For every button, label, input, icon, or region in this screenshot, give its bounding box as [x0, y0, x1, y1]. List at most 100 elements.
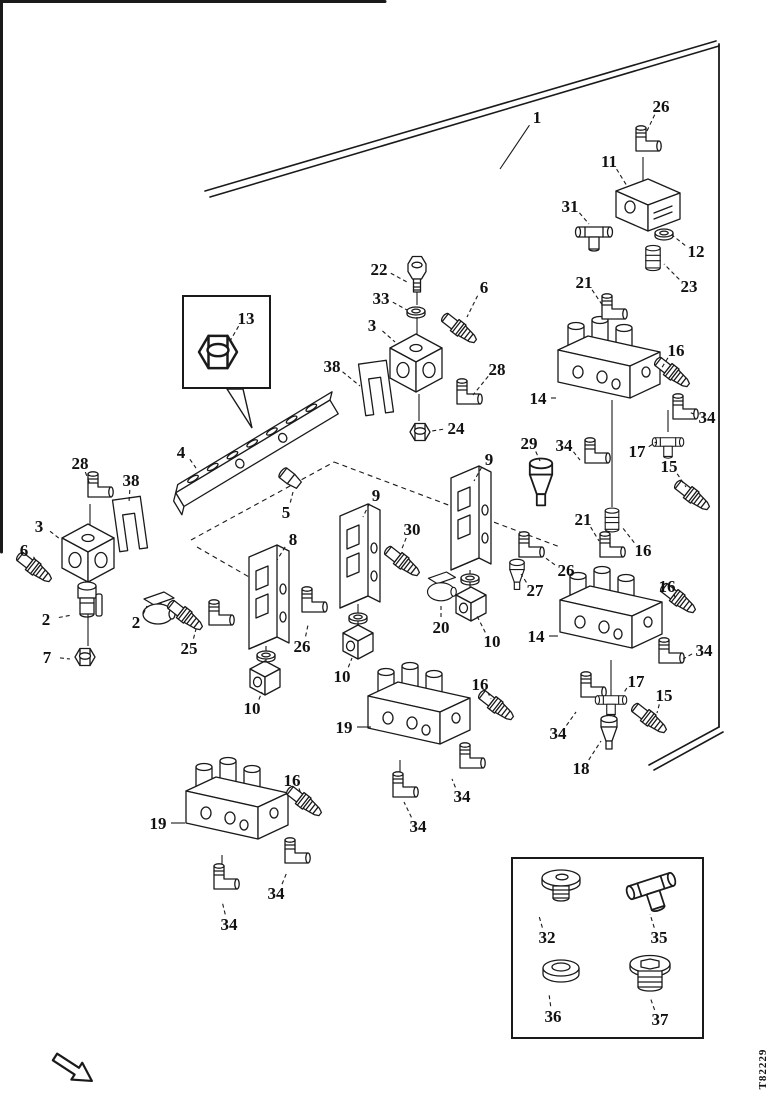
callout-34-leader	[573, 451, 581, 461]
inset-pointer-wedge	[225, 388, 253, 429]
callout-17-label: 17	[629, 442, 647, 461]
part-elbow	[213, 863, 240, 890]
callout-11-leader	[616, 168, 628, 187]
callout-26-leader	[542, 555, 556, 566]
callout-16-label: 16	[284, 771, 301, 790]
callout-33-label: 33	[373, 289, 390, 308]
callout-27-label: 27	[527, 581, 545, 600]
part-cube	[389, 333, 443, 393]
part-stack2	[77, 581, 103, 618]
callout-28-label: 28	[489, 360, 506, 379]
callout-12-leader	[671, 234, 686, 246]
callout-13-leader	[229, 325, 240, 342]
part-washer	[654, 228, 674, 241]
callout-24-leader	[431, 428, 444, 432]
callout-22-leader	[390, 272, 408, 283]
callout-7-leader	[59, 657, 71, 660]
part-cyl	[645, 244, 661, 272]
callout-28-label: 28	[72, 454, 89, 473]
callout-11-label: 11	[601, 152, 617, 171]
part-elbow	[301, 586, 328, 613]
callout-5-label: 5	[282, 503, 291, 522]
callout-36-label: 36	[545, 1007, 562, 1026]
callout-34-label: 34	[268, 884, 286, 903]
callout-26-label: 26	[653, 97, 670, 116]
callout-34-leader	[221, 900, 226, 915]
figure-number: T82229	[757, 1049, 769, 1090]
part-barb	[438, 309, 481, 348]
part-elbow	[672, 393, 699, 420]
callout-16-label: 16	[659, 577, 676, 596]
callout-25-leader	[192, 628, 197, 639]
callout-13-label: 13	[238, 309, 255, 328]
callout-3-leader	[49, 530, 61, 540]
part-ubracket	[357, 359, 395, 417]
callout-23-label: 23	[681, 277, 698, 296]
callout-15-label: 15	[661, 457, 678, 476]
callout-21-label: 21	[575, 510, 592, 529]
callout-9-leader	[473, 466, 483, 482]
callout-35-label: 35	[651, 928, 668, 947]
callout-34-label: 34	[696, 641, 714, 660]
callout-15-leader	[656, 704, 660, 714]
callout-10-leader	[347, 657, 353, 668]
page-border	[0, 0, 387, 554]
part-stem29	[509, 558, 525, 590]
callout-32-leader	[538, 915, 543, 928]
part-cubesm	[249, 660, 281, 696]
callout-34-leader	[682, 653, 693, 660]
callout-15-leader	[676, 473, 687, 488]
callout-16-leader	[673, 594, 677, 601]
callout-32-label: 32	[539, 928, 556, 947]
callout-38-leader	[128, 489, 131, 503]
callout-10-label: 10	[244, 699, 261, 718]
callout-24-label: 24	[448, 419, 466, 438]
guide-line	[190, 461, 335, 541]
part-manifold	[559, 565, 663, 649]
callout-29-leader	[535, 451, 541, 462]
callout-21-label: 21	[576, 273, 593, 292]
part-elbow	[635, 125, 662, 152]
callout-18-leader	[588, 740, 602, 761]
part-ballvalve	[426, 571, 457, 602]
callout-34-leader	[403, 801, 412, 818]
part-elbow	[87, 471, 114, 498]
callout-6-label: 6	[480, 278, 489, 297]
callout-9-leader	[362, 503, 370, 518]
callout-2-leader	[58, 614, 73, 619]
callout-4-leader	[189, 458, 197, 469]
callout-38-leader	[342, 371, 361, 387]
callout-10-leader	[258, 691, 263, 700]
part-barb	[381, 542, 424, 581]
callout-37-label: 37	[652, 1010, 670, 1029]
callout-38-label: 38	[324, 357, 341, 376]
callout-31-label: 31	[562, 197, 579, 216]
callout-34-label: 34	[550, 724, 568, 743]
part-washer	[406, 306, 426, 319]
part-manifold	[367, 661, 471, 745]
callout-16-leader	[298, 788, 302, 795]
callout-26-leader	[305, 624, 309, 637]
part-nut	[409, 422, 431, 442]
callout-34-leader	[566, 711, 577, 726]
callout-2-leader	[142, 605, 148, 614]
callout-33-leader	[392, 301, 408, 311]
callout-28-leader	[472, 376, 489, 396]
part-elbow	[284, 837, 311, 864]
part-tee	[651, 437, 685, 459]
callout-6-leader	[33, 556, 37, 562]
part-elbow	[518, 531, 545, 558]
callout-16-leader	[487, 691, 492, 700]
callout-38-label: 38	[123, 471, 140, 490]
hardware-inset-box	[511, 857, 704, 1039]
part-stem29	[528, 457, 554, 507]
callout-34-leader	[688, 411, 695, 415]
callout-26-leader	[645, 114, 656, 134]
callout-2-label: 2	[132, 613, 141, 632]
part-nut	[197, 334, 239, 370]
part-tee	[574, 226, 614, 252]
part-tee	[594, 695, 628, 717]
callout-34-label: 34	[454, 787, 472, 806]
